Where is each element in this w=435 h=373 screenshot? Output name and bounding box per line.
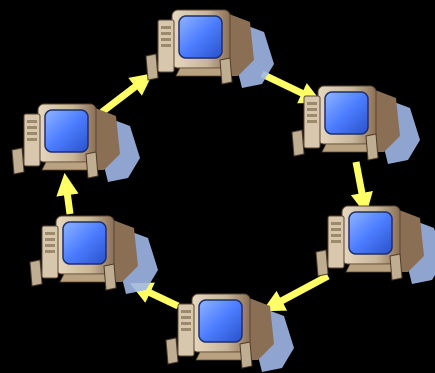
arrow-pc-lower-left-to-pc-upper-left — [56, 172, 79, 215]
desktop-computer-icon — [165, 293, 294, 372]
speaker-right — [219, 57, 233, 85]
speaker-right — [103, 263, 117, 291]
arrow-pc-upper-left-to-pc-top — [99, 73, 153, 115]
arrow-pc-top-to-pc-upper-right — [260, 70, 323, 104]
speaker-right — [85, 151, 99, 179]
monitor-screen — [178, 15, 223, 59]
desktop-computer-icon — [291, 85, 420, 164]
speaker-right — [365, 133, 379, 161]
speaker-left — [291, 129, 305, 157]
speaker-left — [165, 337, 179, 365]
arrow-pc-bottom-to-pc-lower-left — [129, 282, 180, 310]
nodes-layer — [11, 9, 435, 372]
speaker-left — [11, 147, 25, 175]
desktop-computer-icon — [315, 205, 435, 284]
monitor-screen — [348, 211, 393, 255]
speaker-right — [389, 253, 403, 281]
speaker-right — [239, 341, 253, 369]
speaker-left — [29, 259, 43, 287]
arrow-pc-upper-right-to-pc-lower-right — [350, 161, 373, 216]
monitor-screen — [198, 299, 243, 343]
edges-layer — [56, 70, 373, 312]
arrow-pc-lower-right-to-pc-bottom — [262, 272, 330, 312]
desktop-computer-icon — [11, 103, 140, 182]
monitor-screen — [62, 221, 107, 265]
desktop-computer-icon — [145, 9, 274, 88]
monitor-screen — [324, 91, 369, 135]
speaker-left — [315, 249, 329, 277]
speaker-left — [145, 53, 159, 81]
desktop-computer-icon — [29, 215, 158, 294]
monitor-screen — [44, 109, 89, 153]
